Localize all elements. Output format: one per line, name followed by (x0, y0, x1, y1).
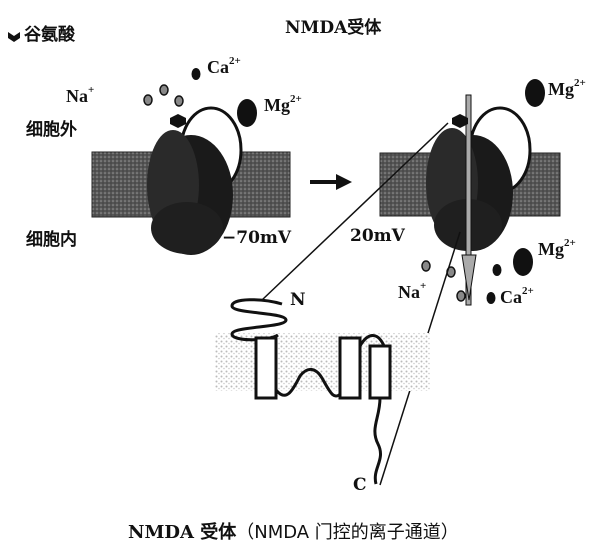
right-glutamate-site-icon (452, 114, 468, 128)
na-label-left: Na+ (66, 84, 95, 106)
ion-na-2 (159, 84, 169, 96)
figure-caption: NMDA 受体（NMDA 门控的离子通道） (128, 524, 459, 542)
subunit-topology (215, 298, 430, 485)
resting-voltage-label: −70mV (222, 228, 292, 248)
ion-ca-1 (191, 68, 201, 80)
ion-na-out-3 (456, 290, 466, 302)
left-channel-closed (91, 68, 291, 255)
ion-na-out-1 (421, 260, 431, 272)
tm-helix-3 (368, 344, 392, 400)
diagram-title: NMDA受体 (285, 18, 382, 38)
n-terminus-label: N (290, 290, 306, 310)
mg-ion-right-top (525, 79, 545, 107)
glutamate-legend-label: 谷氨酸 (24, 25, 75, 45)
topology-membrane (215, 333, 430, 391)
depolarized-voltage-label: 20mV (350, 226, 405, 246)
ca-label-right: Ca2+ (500, 285, 534, 307)
p-loop (274, 368, 344, 398)
mg-ion-right-bottom (513, 248, 533, 276)
pore-tip (461, 254, 477, 301)
ion-ca-out-2 (486, 292, 496, 304)
mg-label-right-bottom: Mg2+ (538, 237, 576, 259)
caption-main: NMDA 受体 (128, 522, 237, 543)
caption-sub: （NMDA 门控的离子通道） (236, 522, 459, 543)
ion-na-3 (174, 95, 184, 107)
intra-loop-top (358, 334, 386, 347)
channel-pore (465, 94, 472, 306)
ca-label-left: Ca2+ (207, 55, 241, 77)
mg-ion-left (237, 99, 257, 127)
n-terminus-coil (230, 298, 288, 342)
glutamate-legend-icon (8, 32, 20, 42)
mg-label-right-top: Mg2+ (548, 77, 586, 99)
extracellular-label: 细胞外 (26, 120, 77, 140)
left-glutamate-site-icon (170, 114, 186, 128)
na-label-right: Na+ (398, 280, 427, 302)
c-terminus-label: C (353, 475, 367, 495)
tm-helix-1 (254, 336, 278, 400)
intracellular-label: 细胞内 (26, 230, 77, 250)
ion-na-1 (143, 94, 153, 106)
transition-arrow (310, 174, 352, 190)
tm-helix-2 (338, 336, 362, 400)
zoom-line-left (261, 122, 449, 301)
c-terminus-tail (373, 397, 382, 485)
ion-ca-out-1 (492, 264, 502, 276)
right-channel-open (379, 79, 561, 306)
mg-label-left: Mg2+ (264, 93, 302, 115)
left-channel-lower (151, 202, 223, 254)
